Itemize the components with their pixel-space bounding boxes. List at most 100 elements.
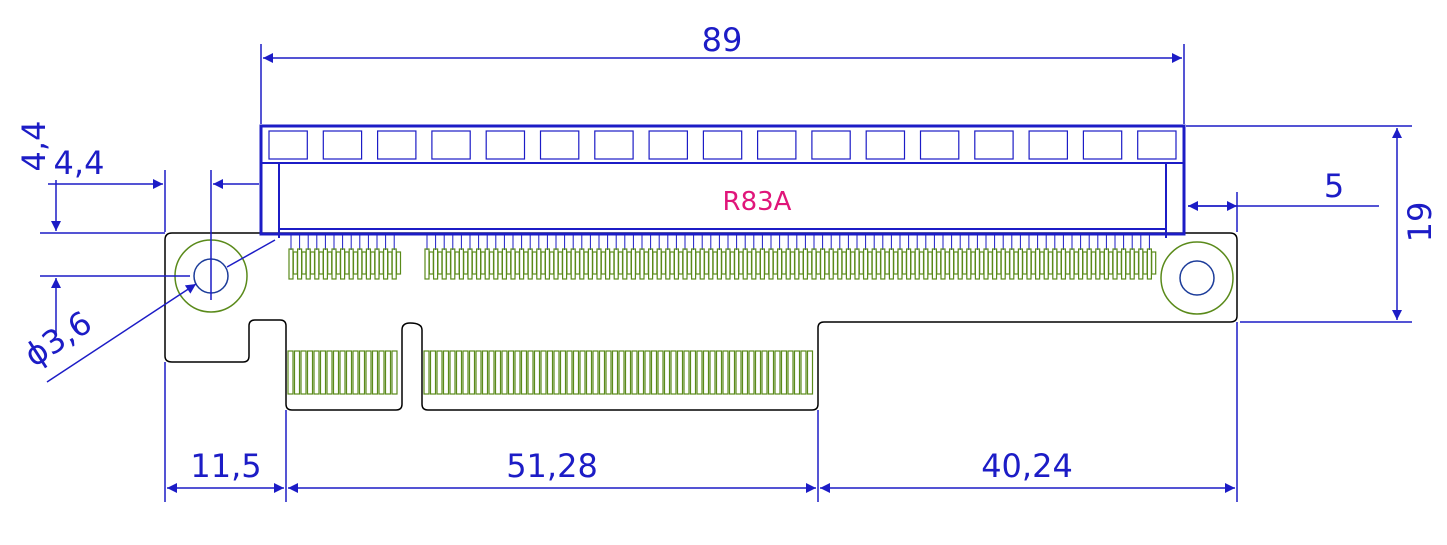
finger-contact — [423, 350, 430, 395]
slot-pad — [1004, 251, 1011, 275]
slot-pad — [471, 251, 477, 275]
slot-pad — [1108, 251, 1114, 275]
latch-cell — [377, 130, 417, 160]
slot-pad — [742, 248, 748, 280]
slot-pad — [370, 251, 376, 275]
dim-top-width: 89 — [702, 21, 743, 59]
finger-contact — [507, 350, 515, 395]
slot-pad — [1017, 248, 1024, 280]
finger-contact — [514, 350, 521, 395]
slot-pad — [678, 251, 684, 275]
slot-pad — [1086, 248, 1092, 280]
slot-pad — [467, 248, 473, 280]
slot-pad — [690, 248, 697, 280]
slot-pad — [463, 251, 469, 275]
slot-pad — [1013, 251, 1019, 275]
slot-pad — [536, 248, 542, 280]
slot-pad — [617, 251, 624, 275]
slot-pad — [755, 251, 761, 275]
slot-pad — [1082, 251, 1088, 275]
connector-slot-opening — [278, 162, 1167, 230]
finger-contact — [455, 350, 463, 395]
slot-pad — [514, 251, 520, 275]
slot-pad — [888, 248, 895, 280]
slot-pad — [383, 248, 389, 280]
slot-pad — [918, 251, 925, 275]
slot-pad — [635, 251, 641, 275]
slot-pad — [1069, 248, 1075, 280]
latch-cell — [1082, 130, 1123, 160]
finger-contact — [722, 350, 729, 395]
finger-contact — [345, 350, 353, 395]
finger-contact — [657, 350, 664, 395]
slot-pad — [905, 248, 912, 280]
finger-contact — [774, 350, 781, 395]
slot-pad — [923, 248, 929, 280]
finger-contact — [735, 350, 742, 395]
latch-cell — [1137, 130, 1177, 160]
finger-contact — [767, 350, 775, 395]
slot-pad — [828, 248, 834, 280]
finger-contact — [287, 350, 294, 395]
slot-pad — [395, 251, 402, 275]
slot-pad — [378, 251, 384, 275]
slot-pad — [566, 251, 572, 275]
slot-pad — [665, 248, 671, 280]
finger-contact — [352, 350, 359, 395]
latch-cell — [1028, 130, 1068, 160]
slot-pad — [613, 248, 619, 280]
slot-pad — [897, 248, 903, 280]
finger-contact — [481, 350, 489, 395]
slot-pad — [966, 248, 972, 280]
slot-pad — [970, 251, 976, 275]
slot-pad — [374, 248, 380, 280]
slot-pad — [480, 251, 486, 275]
finger-contact — [689, 350, 697, 395]
slot-pad — [344, 251, 350, 275]
finger-contact — [611, 350, 619, 395]
finger-contact — [702, 350, 710, 395]
slot-pad — [746, 251, 753, 275]
dim-hole-diameter: ϕ3,6 — [17, 303, 98, 374]
finger-contact — [631, 350, 638, 395]
finger-contact — [793, 350, 801, 395]
pcie-slot-connector — [259, 124, 1186, 238]
slot-pad — [1095, 248, 1101, 280]
latch-cell — [485, 130, 526, 160]
mounting-hole-right — [1160, 241, 1234, 315]
slot-pad — [781, 251, 787, 275]
finger-contact — [780, 350, 788, 395]
slot-pad — [1026, 248, 1032, 280]
slot-pad — [1151, 251, 1157, 275]
slot-pad — [335, 251, 341, 275]
slot-pad — [785, 248, 791, 280]
slot-pad — [592, 251, 598, 275]
slot-pad — [807, 251, 813, 275]
slot-pad — [1112, 248, 1118, 280]
slot-pad — [983, 248, 989, 280]
slot-pad — [531, 251, 538, 275]
slot-pad — [493, 248, 499, 280]
slot-pad — [583, 251, 589, 275]
finger-contact — [332, 350, 340, 395]
finger-contact — [559, 350, 567, 395]
finger-contact — [313, 350, 320, 395]
finger-contact — [598, 350, 606, 395]
slot-pad — [1116, 251, 1122, 275]
finger-contact — [585, 350, 593, 395]
finger-contact — [520, 350, 528, 395]
slot-pad — [540, 251, 546, 275]
slot-pad — [549, 251, 555, 275]
slot-pad — [523, 251, 529, 275]
slot-pad — [660, 251, 667, 275]
slot-pad — [450, 248, 456, 280]
latch-cell — [974, 130, 1014, 160]
slot-pad — [318, 251, 324, 275]
slot-pad — [510, 248, 516, 280]
slot-pad — [850, 251, 856, 275]
slot-pad — [1129, 248, 1135, 280]
latch-cell — [865, 130, 906, 160]
slot-pad — [880, 248, 886, 280]
slot-pad — [361, 251, 367, 275]
slot-pad — [721, 251, 727, 275]
